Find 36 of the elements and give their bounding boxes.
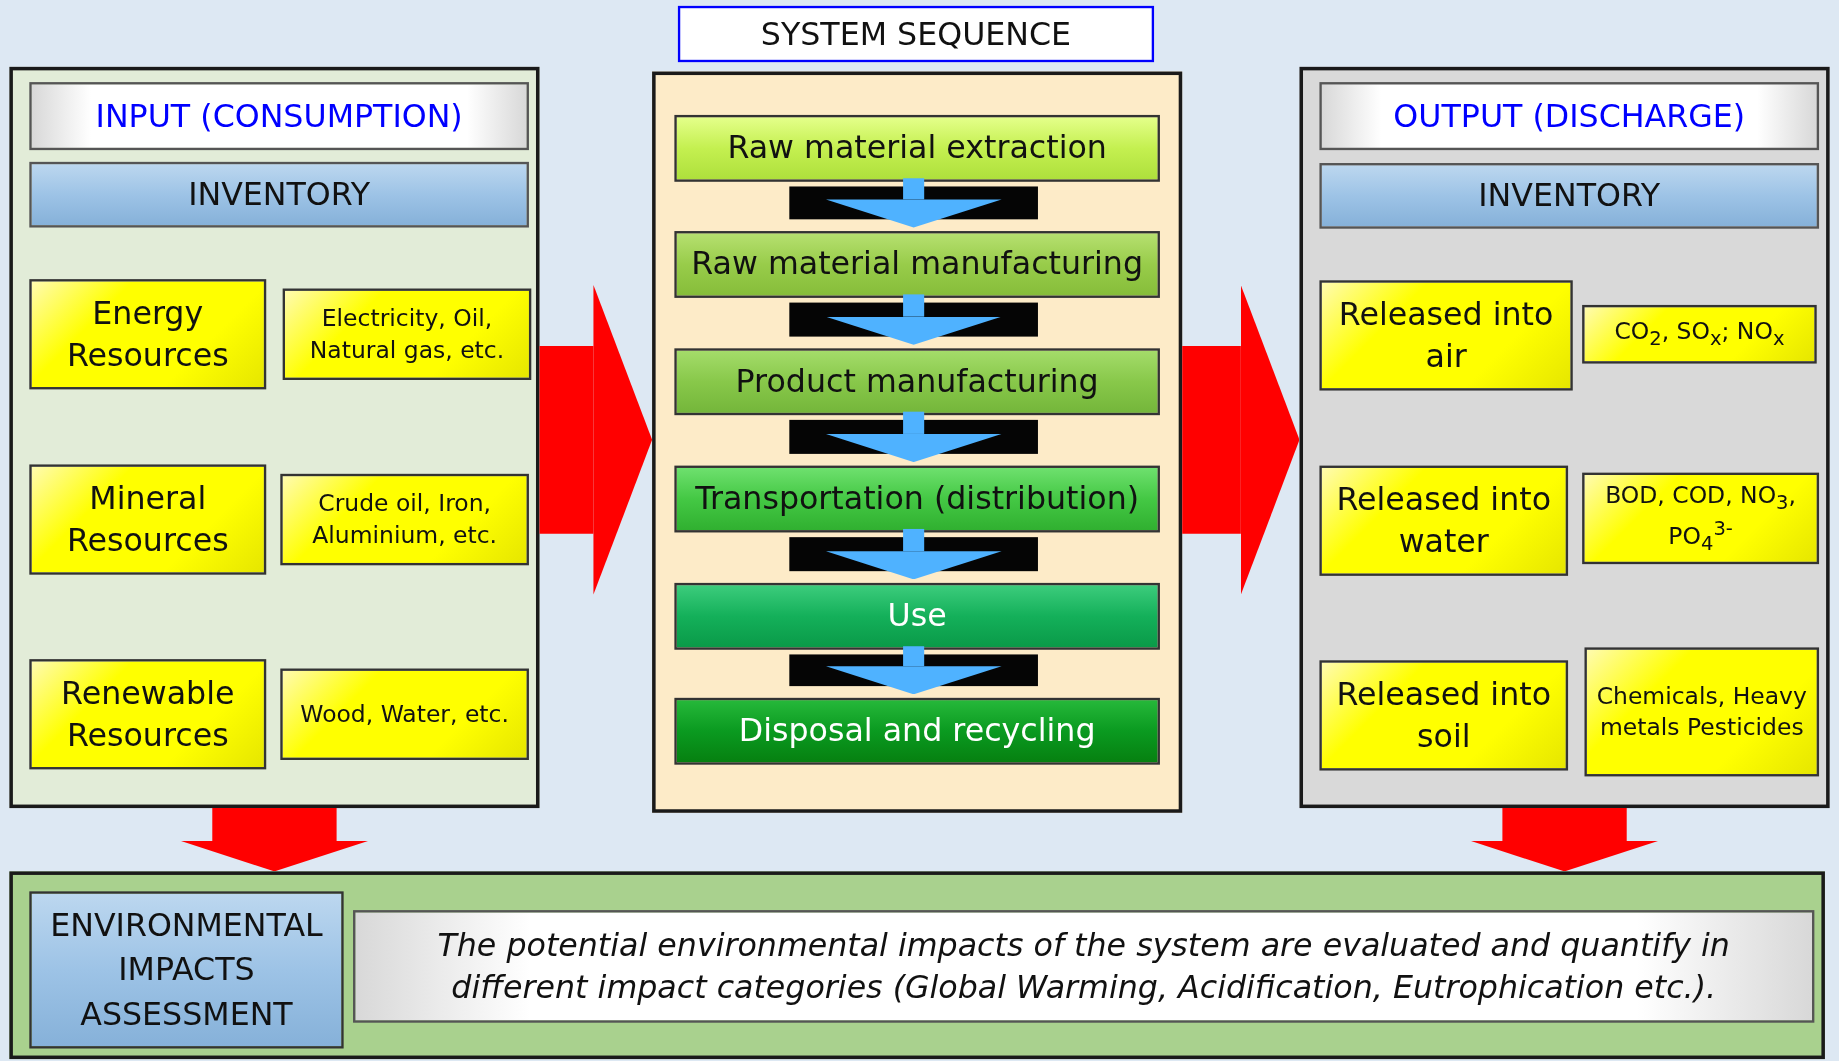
banner: INVENTORY: [29, 161, 529, 228]
arrow: [1470, 808, 1659, 872]
heading-box: OUTPUT (DISCHARGE): [1319, 82, 1820, 151]
stage-bar: Disposal and recycling: [674, 697, 1160, 765]
arrow: [1182, 285, 1300, 595]
arrow: [825, 528, 1002, 580]
category-box: Released into air: [1319, 280, 1573, 391]
text-box: The potential environmental impacts of the system are evaluated and quantify in different impact categories (Global Warming, Acidification, Eutrophication etc.).: [353, 910, 1815, 1023]
banner: INVENTORY: [1319, 163, 1820, 229]
arrow: [180, 808, 369, 872]
category-box: Renewable Resources: [29, 659, 267, 770]
detail-box: Crude oil, Iron, Aluminium, etc.: [280, 473, 529, 566]
stage-bar: Raw material manufacturing: [674, 231, 1160, 298]
arrow: [825, 294, 1002, 345]
stage-bar: Transportation (distribution): [674, 465, 1160, 533]
stage-bar: Product manufacturing: [674, 348, 1160, 416]
arrow: [825, 178, 1002, 228]
category-box: Released into water: [1319, 465, 1569, 576]
category-box: Energy Resources: [29, 279, 267, 390]
detail-box: CO$_{2}$, SO$_{x}$; NO$_{x}$: [1582, 304, 1817, 364]
category-box: Mineral Resources: [29, 464, 267, 575]
arrow: [825, 411, 1002, 463]
panel: [9, 871, 1825, 1060]
arrow: [825, 646, 1002, 695]
panel: [1299, 66, 1830, 809]
title-box: SYSTEM SEQUENCE: [677, 5, 1155, 63]
category-box: Released into soil: [1319, 660, 1569, 771]
heading-box: ENVIRONMENTAL IMPACTS ASSESSMENT: [29, 891, 344, 1049]
stage-bar: Use: [674, 582, 1160, 650]
heading-box: INPUT (CONSUMPTION): [29, 82, 529, 151]
arrow: [539, 285, 653, 595]
stage-bar: Raw material extraction: [674, 114, 1160, 182]
detail-box: Wood, Water, etc.: [280, 668, 529, 760]
panel: [9, 66, 540, 809]
detail-box: Electricity, Oil, Natural gas, etc.: [282, 288, 532, 380]
detail-box: Chemicals, Heavy metals Pesticides: [1584, 647, 1820, 777]
